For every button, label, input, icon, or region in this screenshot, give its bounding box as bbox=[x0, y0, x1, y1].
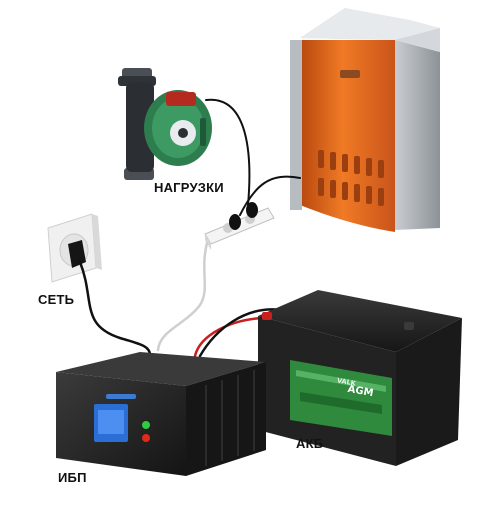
battery-brand-model: AGM bbox=[347, 384, 374, 399]
wall-socket-icon bbox=[47, 213, 102, 283]
label-grid: СЕТЬ bbox=[38, 292, 75, 307]
label-loads: НАГРУЗКИ bbox=[154, 180, 224, 195]
label-battery: АКБ bbox=[296, 436, 324, 451]
battery-icon: VALK AGM bbox=[258, 290, 462, 466]
power-strip-icon bbox=[204, 202, 275, 250]
cables bbox=[78, 98, 301, 358]
label-ups: ИБП bbox=[58, 470, 87, 485]
circulation-pump-icon bbox=[118, 68, 212, 180]
boiler-icon bbox=[290, 8, 440, 232]
ups-unit-icon bbox=[56, 352, 266, 476]
battery-brand-top: VALK bbox=[336, 376, 357, 387]
